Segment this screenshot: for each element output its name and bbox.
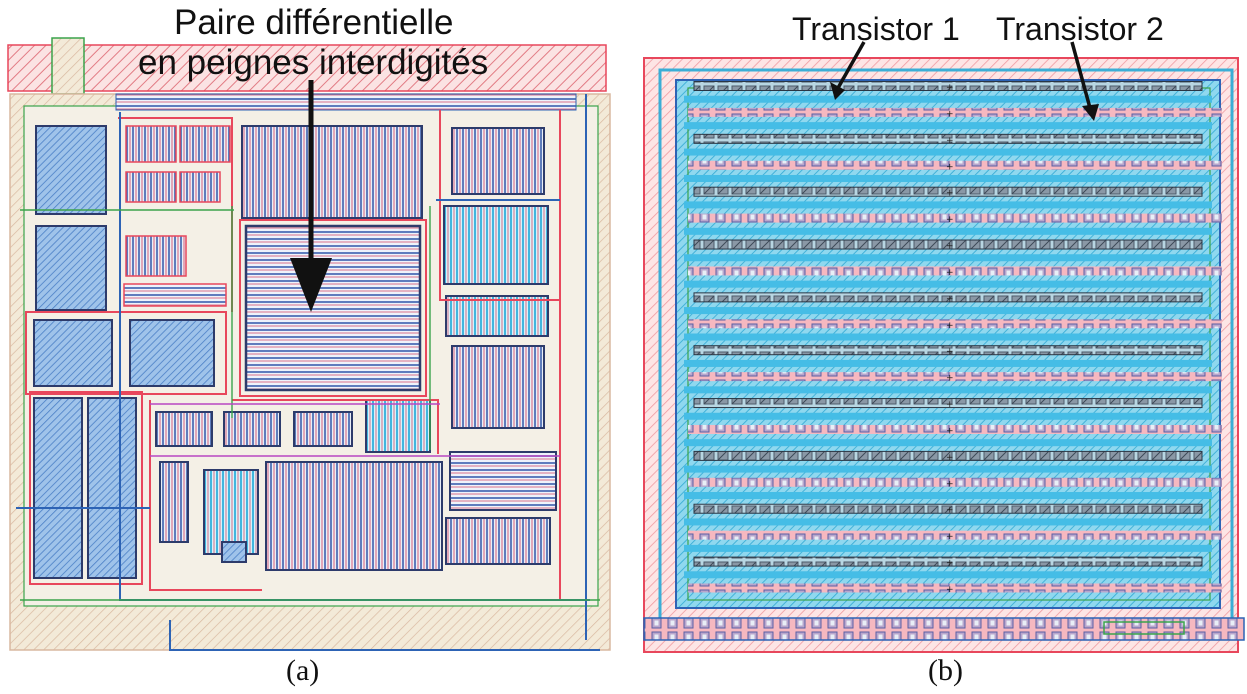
center-marker: + <box>946 479 954 489</box>
diffusion-strip <box>684 492 1212 500</box>
transistor-2-label: Transistor 2 <box>996 11 1164 47</box>
transistor-2-finger <box>688 107 1222 117</box>
center-marker: + <box>946 215 954 225</box>
annotation-line-1: Paire différentielle <box>174 3 454 42</box>
diffusion-strip <box>684 95 1212 103</box>
transistor-2-finger <box>688 213 1222 223</box>
transistor-1-finger <box>693 345 1203 356</box>
diffusion-strip <box>684 201 1212 209</box>
center-marker: + <box>946 321 954 331</box>
transistor-1-arrow <box>836 41 866 89</box>
transistor-1-finger <box>693 81 1203 91</box>
diffusion-strip <box>684 227 1212 235</box>
transistor-1-finger <box>693 503 1203 514</box>
finger-rows: + + + + + + + + + + + + + + + + + + + + <box>684 81 1222 595</box>
transistor-1-finger <box>693 292 1203 303</box>
transistor-2-finger <box>688 530 1222 540</box>
center-marker: + <box>946 242 954 252</box>
center-marker: + <box>946 426 954 436</box>
diffusion-strip <box>684 465 1212 473</box>
diffusion-strip <box>684 254 1212 262</box>
transistor-1-arrowhead-icon <box>830 82 845 100</box>
center-marker: + <box>946 400 954 410</box>
center-marker: + <box>946 109 954 119</box>
caption-b: (b) <box>928 654 963 687</box>
diffusion-strip <box>684 307 1212 315</box>
annotation-line-2: en peignes interdigités <box>138 43 489 82</box>
transistor-2-finger <box>688 424 1222 434</box>
caption-a: (a) <box>286 654 320 687</box>
transistor-2-finger <box>688 583 1222 593</box>
center-marker: + <box>946 559 954 569</box>
diffusion-strip <box>684 122 1212 130</box>
transistor-1-finger <box>693 239 1203 250</box>
diffusion-strip <box>684 439 1212 447</box>
center-marker: + <box>946 532 954 542</box>
panel-b: + + + + + + + + + + + + + + + + + + + + Transistor 1 Transi… <box>632 0 1247 694</box>
transistor-1-finger <box>693 398 1203 409</box>
transistor-2-finger <box>688 319 1222 329</box>
transistor-1-finger <box>693 450 1203 461</box>
center-marker: + <box>946 585 954 595</box>
transistor-2-arrow <box>1070 41 1092 109</box>
transistor-1-finger <box>693 186 1203 197</box>
diffusion-strip <box>684 412 1212 420</box>
diffusion-strip <box>684 174 1212 182</box>
diffusion-strip <box>684 571 1212 579</box>
diffusion-strip <box>684 148 1212 156</box>
capacitor-blocks <box>33 125 215 579</box>
center-marker: + <box>946 189 954 199</box>
diffusion-strip <box>684 544 1212 552</box>
center-marker: + <box>946 374 954 384</box>
center-marker: + <box>946 294 954 304</box>
center-marker: + <box>946 347 954 357</box>
diffusion-strip <box>684 280 1212 288</box>
arrow-head-icon <box>290 258 332 312</box>
transistor-1-label: Transistor 1 <box>792 11 960 47</box>
transistor-1-finger <box>693 556 1203 567</box>
center-marker: + <box>946 136 954 146</box>
diffusion-strip <box>684 518 1212 526</box>
panel-a: Paire différentielle en peignes interdig… <box>0 0 620 694</box>
center-marker: + <box>946 83 954 93</box>
transistor-2-arrowhead-icon <box>1082 104 1099 121</box>
transistor-2-finger <box>688 477 1222 487</box>
diffusion-strip <box>684 386 1212 394</box>
transistor-1-finger <box>693 133 1203 144</box>
center-marker: + <box>946 162 954 172</box>
center-marker: + <box>946 453 954 463</box>
transistor-2-finger <box>688 266 1222 276</box>
center-marker: + <box>946 268 954 278</box>
layout-b-drawing: + + + + + + + + + + + + + + + + + + + + <box>643 41 1245 653</box>
layout-a-drawing <box>7 37 611 651</box>
transistor-2-finger <box>688 160 1222 170</box>
diffusion-strip <box>684 333 1212 341</box>
transistor-2-finger <box>688 372 1222 382</box>
diffusion-strip <box>684 359 1212 367</box>
center-marker: + <box>946 506 954 516</box>
